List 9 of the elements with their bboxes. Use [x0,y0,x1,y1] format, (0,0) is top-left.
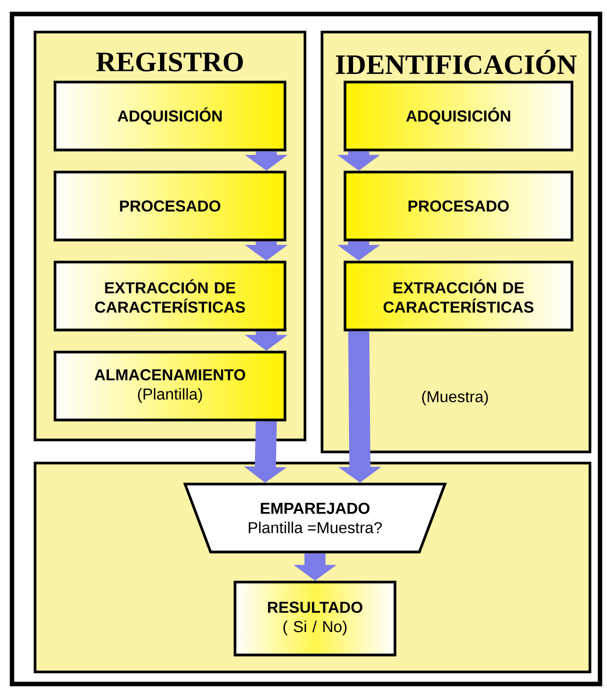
process-box: PROCESADO [344,170,574,242]
process-box: ALMACENAMIENTO (Plantilla) [54,350,286,422]
process-box: PROCESADO [54,170,286,242]
process-box: EXTRACCIÓN DE CARACTERÍSTICAS [344,260,574,332]
process-box: RESULTADO ( Si / No) [234,580,396,656]
note-text: (Muestra) [422,390,488,406]
process-box: EXTRACCIÓN DE CARACTERÍSTICAS [54,260,286,332]
process-box: ADQUISICIÓN [54,80,286,152]
process-box: ADQUISICIÓN [344,80,574,152]
